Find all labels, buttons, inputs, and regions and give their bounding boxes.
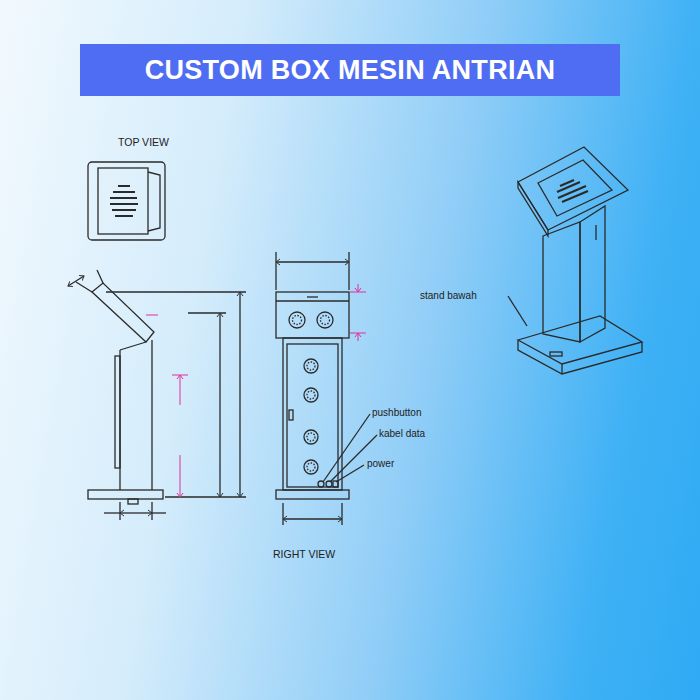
drawing-line [508, 296, 527, 326]
dimension-marker [146, 284, 366, 497]
drawing-line [348, 252, 349, 290]
drawing-line [518, 182, 548, 236]
drawing-line [152, 512, 166, 513]
drawing-line [562, 191, 588, 202]
drawing-line [293, 316, 302, 325]
drawing-line [557, 180, 588, 202]
drawing-line [97, 270, 103, 283]
drawing-line [358, 333, 359, 341]
drawing-line [317, 312, 333, 328]
drawing-line [321, 316, 330, 325]
drawing-line [219, 313, 220, 497]
drawing-line [276, 490, 349, 499]
drawing-line [336, 465, 364, 482]
drawing-line [112, 209, 136, 211]
drawing-line [113, 191, 135, 193]
drawing-line [151, 502, 152, 520]
drawing-line [98, 168, 148, 234]
drawing-line [275, 252, 276, 290]
drawing-line [304, 460, 318, 474]
drawing-line [307, 362, 315, 370]
drawing-line [110, 197, 137, 199]
drawing-line [76, 282, 92, 292]
drawing-line [88, 490, 163, 499]
part-label: pushbutton [372, 407, 422, 418]
drawing-line [307, 296, 318, 297]
drawing-line [104, 512, 120, 513]
drawing-line [287, 344, 338, 487]
view-label: RIGHT VIEW [273, 549, 335, 561]
drawing-line [276, 292, 349, 338]
title-text: CUSTOM BOX MESIN ANTRIAN [145, 55, 556, 86]
top-view [88, 162, 165, 240]
view-label: TOP VIEW [118, 137, 169, 149]
drawing-line [323, 414, 370, 482]
drawing-line [518, 147, 628, 230]
drawing-line [518, 340, 642, 374]
drawing-line [282, 503, 283, 525]
drawing-line [110, 186, 138, 216]
title-banner: CUSTOM BOX MESIN ANTRIAN [80, 44, 620, 96]
drawing-line [68, 276, 84, 286]
drawing-line [276, 261, 349, 262]
drawing-line [304, 388, 318, 402]
drawing-line [341, 503, 342, 525]
drawing-line [165, 496, 246, 497]
drawing-line [115, 215, 133, 217]
drawing-line [120, 512, 152, 513]
front-view [276, 252, 377, 525]
drawing-line [304, 430, 318, 444]
drawing-line [148, 172, 160, 231]
drawing-line [146, 315, 158, 316]
part-label: stand bawah [420, 290, 477, 301]
drawing-line [289, 410, 293, 420]
drawing-line [538, 160, 612, 216]
drawing-line [88, 162, 165, 240]
drawing-line [307, 391, 315, 399]
drawing-line [561, 364, 562, 374]
drawing-line [180, 455, 181, 497]
drawing-line [289, 312, 333, 474]
drawing-line [326, 481, 332, 487]
drawing-line [289, 312, 305, 328]
side-view [68, 270, 246, 520]
drawing-line [307, 433, 315, 441]
drawing-line [239, 292, 240, 497]
drawing-line [128, 499, 138, 504]
drawing-line [550, 352, 562, 356]
drawing-line [110, 203, 138, 205]
drawing-line [304, 359, 318, 373]
drawing-line [276, 300, 349, 301]
drawing-line [119, 502, 120, 520]
drawing-line [595, 225, 596, 240]
part-label: kabel data [379, 428, 425, 439]
drawing-line [358, 284, 359, 292]
drawing-line [180, 375, 181, 405]
drawing-line [151, 340, 152, 490]
drawing-line [283, 518, 342, 519]
drawing-line [106, 291, 246, 292]
drawing-line [120, 342, 146, 350]
part-label: power [367, 458, 394, 469]
kiosk-perspective [508, 147, 642, 374]
drawing-line [115, 356, 120, 468]
drawing-line [118, 185, 130, 187]
drawing-line [558, 186, 586, 198]
drawing-line [580, 206, 605, 342]
drawing-line [307, 463, 315, 471]
